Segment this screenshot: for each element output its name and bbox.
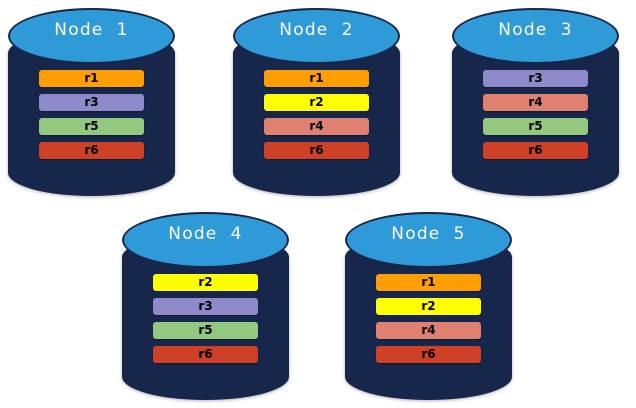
replica-bar[interactable]: r5 xyxy=(483,118,588,135)
replica-bar[interactable]: r4 xyxy=(376,322,481,339)
replica-bar[interactable]: r2 xyxy=(376,298,481,315)
replica-bar[interactable]: r3 xyxy=(153,298,258,315)
replica-bar[interactable]: r6 xyxy=(153,346,258,363)
cylinder-top-ellipse xyxy=(8,8,175,64)
replica-list: r2 r3 r5 r6 xyxy=(153,274,258,363)
node-label: Node 1 xyxy=(54,20,129,40)
replica-bar[interactable]: r6 xyxy=(39,142,144,159)
replica-list: r1 r2 r4 r6 xyxy=(376,274,481,363)
node-label: Node 3 xyxy=(498,20,573,40)
replica-bar[interactable]: r1 xyxy=(39,70,144,87)
replica-bar[interactable]: r6 xyxy=(376,346,481,363)
cylinder-top-ellipse xyxy=(452,8,619,64)
node-label: Node 5 xyxy=(391,224,466,244)
replica-bar[interactable]: r2 xyxy=(264,94,369,111)
replica-list: r1 r3 r5 r6 xyxy=(39,70,144,159)
database-node-4[interactable]: Node 4 r2 r3 r5 r6 xyxy=(122,212,289,402)
node-label: Node 2 xyxy=(279,20,354,40)
node-label: Node 4 xyxy=(168,224,243,244)
replica-bar[interactable]: r1 xyxy=(264,70,369,87)
replica-bar[interactable]: r3 xyxy=(39,94,144,111)
replica-bar[interactable]: r5 xyxy=(153,322,258,339)
database-node-5[interactable]: Node 5 r1 r2 r4 r6 xyxy=(345,212,512,402)
replica-list: r1 r2 r4 r6 xyxy=(264,70,369,159)
replica-bar[interactable]: r3 xyxy=(483,70,588,87)
cylinder-top-ellipse xyxy=(345,212,512,268)
database-node-1[interactable]: Node 1 r1 r3 r5 r6 xyxy=(8,8,175,198)
replica-bar[interactable]: r1 xyxy=(376,274,481,291)
cylinder-top-ellipse xyxy=(122,212,289,268)
replica-bar[interactable]: r4 xyxy=(483,94,588,111)
replica-bar[interactable]: r6 xyxy=(483,142,588,159)
replica-bar[interactable]: r2 xyxy=(153,274,258,291)
replica-bar[interactable]: r5 xyxy=(39,118,144,135)
database-node-2[interactable]: Node 2 r1 r2 r4 r6 xyxy=(233,8,400,198)
cylinder-top-ellipse xyxy=(233,8,400,64)
replica-bar[interactable]: r6 xyxy=(264,142,369,159)
replica-bar[interactable]: r4 xyxy=(264,118,369,135)
replica-list: r3 r4 r5 r6 xyxy=(483,70,588,159)
database-node-3[interactable]: Node 3 r3 r4 r5 r6 xyxy=(452,8,619,198)
